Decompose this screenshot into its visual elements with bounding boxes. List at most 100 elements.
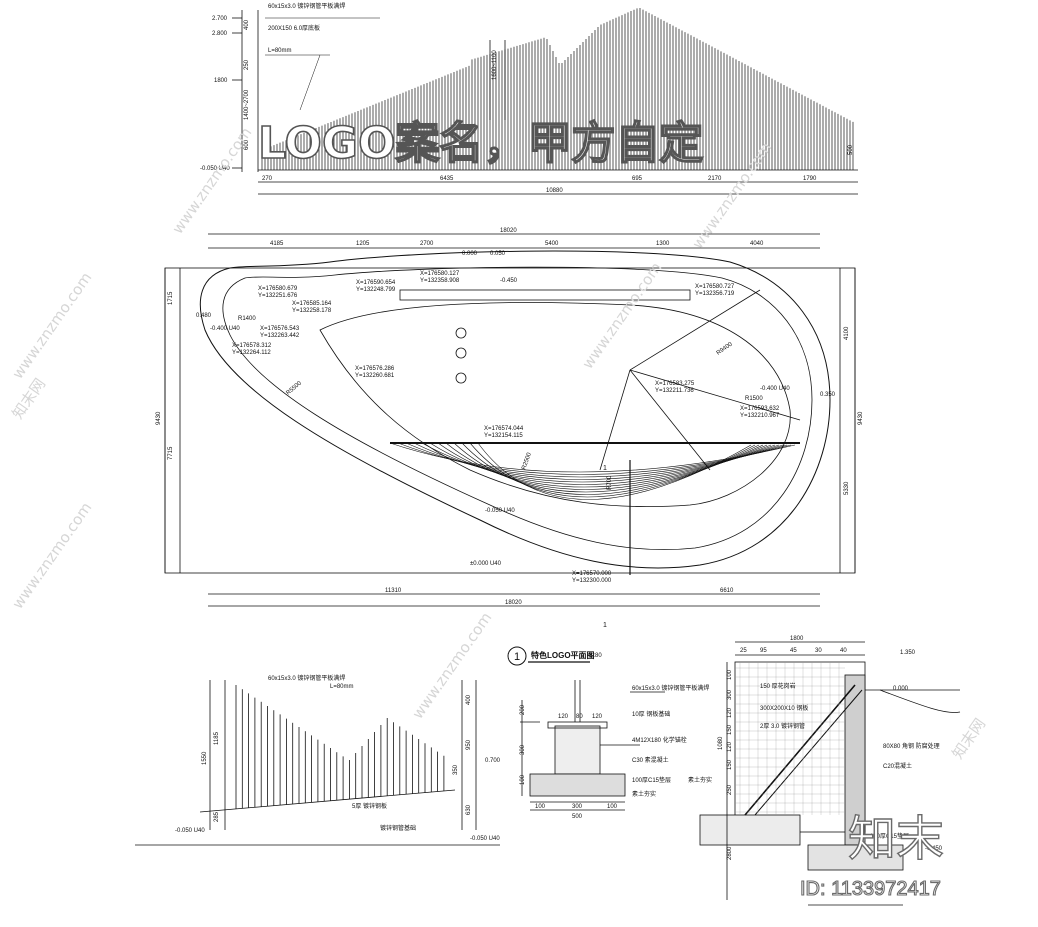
plan-top-dim: 4040	[750, 241, 764, 247]
plan-radius-line	[629, 369, 711, 471]
watermark-site: www.znzmo.com	[169, 124, 256, 237]
section-note: 80X80 角钢 防腐处理	[883, 742, 940, 750]
caption-arrow-number: 1	[603, 622, 607, 629]
section-note: 2厚 3.0 镀锌钢管	[760, 722, 805, 730]
detail-note: 5厚 镀锌钢板	[352, 802, 387, 810]
plan-radius: R5500	[285, 380, 303, 396]
section-vdim: 300	[727, 689, 733, 700]
plan-lawn-area	[319, 302, 791, 508]
plan-level: -0.400 U40	[760, 386, 790, 392]
plan-level: -0.050 U40	[485, 508, 515, 514]
elev-level-4: -0.050 U40	[200, 166, 230, 172]
plan-right-dim: 4100	[844, 326, 850, 340]
plan-coord: X=176574.044	[484, 426, 524, 432]
elev-vdim: 1600~1100	[492, 50, 498, 80]
plan-marker-circle	[455, 327, 467, 339]
plan-marker-circle	[455, 372, 467, 384]
elev-vdim: 500	[848, 144, 854, 155]
plan-radius: R9400	[716, 341, 734, 356]
plan-top-dim: 5400	[545, 241, 559, 247]
plan-coord: X=176583.275	[655, 381, 695, 387]
section-base-slab	[699, 814, 801, 846]
plan-boundary-rect	[164, 267, 856, 574]
footing-vdim: 300	[520, 744, 526, 755]
detail-level: 0.700	[485, 758, 501, 764]
elev-bdim: 2170	[708, 176, 722, 182]
plan-radius-line	[629, 369, 801, 421]
plan-bottom-dim: 11310	[385, 588, 402, 594]
section-vdim: 100	[727, 669, 733, 680]
plan-left-dim: 7715	[168, 446, 174, 460]
detail-note: 镀锌钢管基础	[380, 824, 416, 832]
plan-marker-circle	[455, 347, 467, 359]
footing-pier	[554, 725, 601, 775]
footing-dim: 100	[607, 804, 618, 810]
elev-note: 200X150 6.0厚底板	[268, 24, 320, 32]
footing-vdim: 200	[520, 704, 526, 715]
watermark-id: ID: 1133972417	[800, 878, 941, 900]
footing-top-dim: 120	[558, 714, 569, 720]
detail-ground-slope	[199, 789, 456, 813]
elev-note: L=80mm	[268, 48, 292, 54]
detail-dim: 1550	[202, 751, 208, 765]
section-note: 300X200X10 钢板	[760, 704, 808, 712]
plan-radius: R1400	[238, 316, 256, 322]
wall-section	[699, 641, 961, 906]
plan-total-top-dim: 18020	[500, 228, 517, 234]
section-top-dim-val: 45	[790, 648, 797, 654]
plan-top-dim: 1300	[656, 241, 670, 247]
plan-coord: Y=132264.112	[232, 350, 271, 356]
watermark-site: www.znzmo.com	[9, 499, 96, 612]
elev-total-dim: 10880	[546, 188, 563, 194]
section-top-dim-val: 95	[760, 648, 767, 654]
plan-right-dim: 5330	[844, 481, 850, 495]
section-vdim: 150	[727, 724, 733, 735]
plan-left-dim: 1715	[168, 291, 174, 305]
plan-coord: X=176570.000	[572, 571, 612, 577]
detail-dim: 285	[214, 811, 220, 822]
logo-plan	[164, 233, 856, 607]
plan-level: 0.480	[196, 313, 212, 319]
plan-coord: Y=132211.736	[655, 388, 694, 394]
plan-level: 0.350	[820, 392, 836, 398]
section-top-dim-val: 25	[740, 648, 747, 654]
section-total-dim: 1800	[790, 636, 804, 642]
section-level: -0.450	[925, 846, 943, 852]
footing-plate	[547, 721, 608, 729]
detail-dim: 400	[466, 694, 472, 705]
footing-note: 4M12X180 化学锚栓	[632, 736, 687, 744]
section-top-dim-val: 30	[815, 648, 822, 654]
plan-level: 0.050	[490, 251, 506, 257]
footing-top-dim: 80	[576, 714, 583, 720]
section-vdim: 1080	[718, 736, 724, 750]
footing-note: 10厚 钢板基础	[632, 710, 670, 718]
footing-base	[529, 773, 626, 797]
plan-coord: Y=132251.676	[258, 293, 298, 299]
section-diagonal-brace-2	[754, 689, 863, 816]
elev-vdim: 400	[244, 19, 250, 30]
watermark-site: www.znzmo.com	[579, 259, 666, 372]
footing-note: 60x15x3.0 镀锌钢管平板满焊	[632, 684, 709, 692]
plan-inner-ring	[222, 266, 813, 551]
detail-note: 60x15x3.0 镀锌钢管平板满焊	[268, 674, 345, 682]
plan-top-dim: 2700	[420, 241, 434, 247]
footing-vdim: 100	[520, 774, 526, 785]
section-vdim: 250	[727, 784, 733, 795]
detail-note: L=80mm	[330, 684, 354, 690]
title-text: 特色LOGO平面图	[531, 650, 595, 660]
plan-coord: Y=132210.967	[740, 413, 780, 419]
plan-step-arc	[477, 442, 752, 500]
plan-outer-ring	[199, 250, 831, 569]
plan-coord: X=176578.312	[232, 343, 272, 349]
section-note: 100厚C15垫层	[870, 832, 909, 840]
plan-coord: Y=132356.719	[695, 291, 735, 297]
plan-coord: X=176590.654	[356, 280, 396, 286]
section-vdim: 120	[727, 741, 733, 752]
detail-dim: 630	[466, 804, 472, 815]
elev-note: 60x15x3.0 镀锌钢管平板满焊	[268, 2, 345, 10]
section-hatch-grid	[735, 662, 845, 815]
plan-radius: R1500	[745, 396, 763, 402]
section-footing	[807, 844, 904, 871]
footing-note: C30 素混凝土	[632, 756, 669, 764]
elev-vdim: 1400~2700	[244, 89, 250, 120]
